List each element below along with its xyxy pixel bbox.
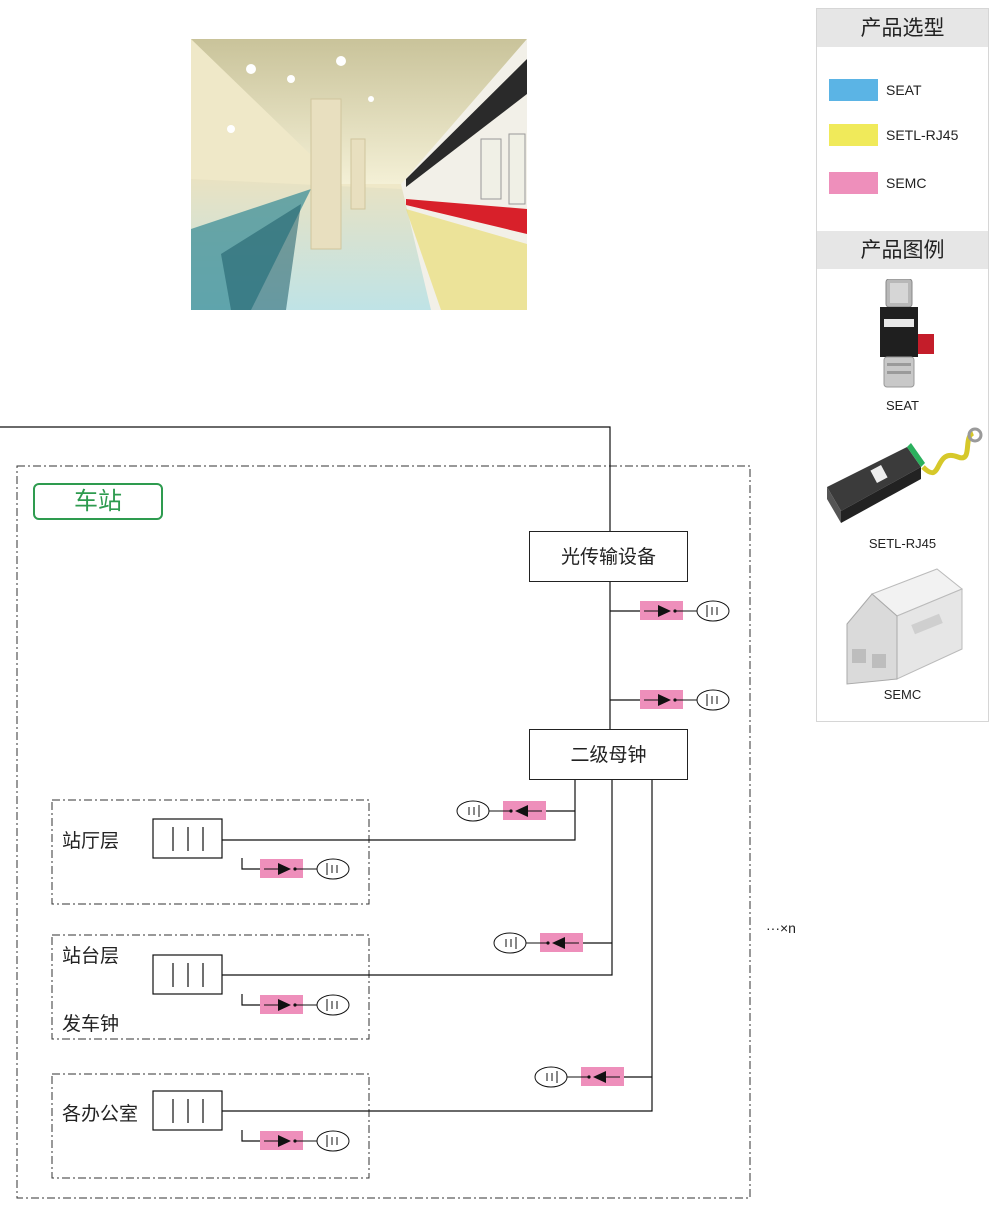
legend-swatch-seat — [829, 79, 878, 101]
zone-label-hall: 站厅层 — [62, 830, 120, 852]
surge-protector-left — [534, 1066, 624, 1088]
surge-protector-right — [640, 689, 730, 711]
product-name-seat: SEAT — [886, 398, 919, 413]
branch-hall — [222, 780, 576, 841]
legend-label-seat: SEAT — [886, 82, 922, 98]
legend-swatch-setl-rj45 — [829, 124, 878, 146]
zone-boundary-office — [51, 1073, 370, 1179]
product-name-semc: SEMC — [883, 687, 922, 702]
branch-office — [222, 780, 653, 1112]
surge-protector-left — [456, 800, 546, 822]
station-label: 车站 — [33, 483, 163, 520]
legend-label-setl-rj45: SETL-RJ45 — [886, 127, 959, 143]
protector-symbols — [260, 600, 730, 1152]
surge-protector-right — [640, 600, 730, 622]
subway-platform-photo — [191, 39, 527, 310]
incoming-line — [0, 426, 611, 532]
coaxial-surge-protector-icon — [872, 278, 942, 398]
product-gallery-title: 产品图例 — [817, 231, 988, 269]
surge-protector-left — [493, 932, 583, 954]
repeat-note: ···×n — [766, 920, 796, 936]
zone-label-office: 各办公室 — [62, 1103, 139, 1125]
din-rail-surge-protector-icon — [842, 564, 967, 693]
product-side-panel: 产品选型 SEAT SETL-RJ45 SEMC 产品图例 SEAT SETL-… — [816, 8, 989, 722]
legend-label-semc: SEMC — [886, 175, 927, 191]
zone-sublabel-departure-clock: 发车钟 — [62, 1013, 120, 1035]
zone-clock-office — [152, 1090, 223, 1131]
zone-boundary-platform — [51, 934, 370, 1040]
surge-protector-right — [260, 1130, 350, 1152]
surge-protector-right — [260, 994, 350, 1016]
zone-label-platform: 站台层 — [62, 945, 120, 967]
station-boundary — [16, 465, 751, 1199]
branch-platform — [222, 780, 613, 976]
legend-swatch-semc — [829, 172, 878, 194]
zone-clock-platform — [152, 954, 223, 995]
zone-clock-hall — [152, 818, 223, 859]
secondary-master-clock: 二级母钟 — [529, 729, 688, 780]
optical-transmission-equipment: 光传输设备 — [529, 531, 688, 582]
zone-boundary-hall — [51, 799, 370, 905]
product-name-setl-rj45: SETL-RJ45 — [868, 536, 937, 551]
rj45-surge-protector-icon — [823, 427, 985, 531]
surge-protector-right — [260, 858, 350, 880]
product-selection-title: 产品选型 — [817, 9, 988, 47]
